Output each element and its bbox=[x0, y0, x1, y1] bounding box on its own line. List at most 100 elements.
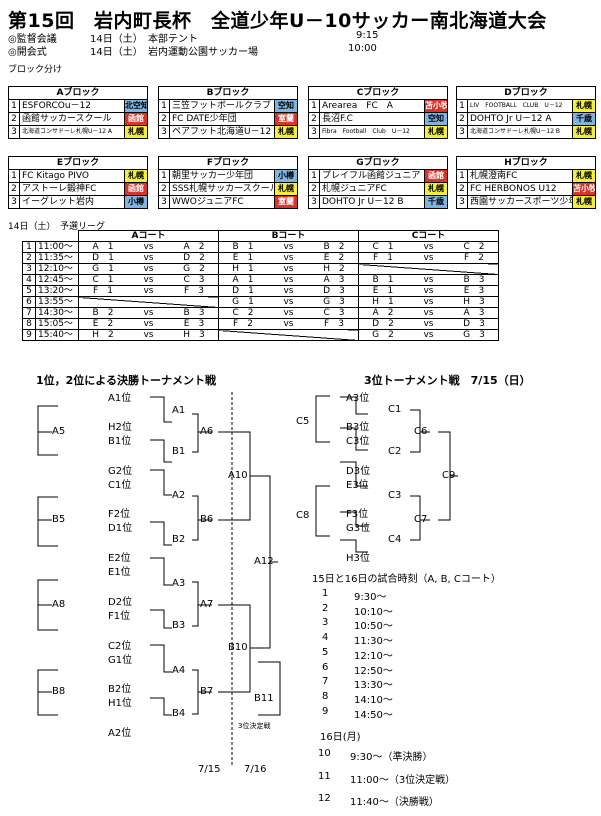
away-team: H 3 bbox=[463, 297, 485, 307]
home-team: B 2 bbox=[92, 308, 114, 318]
team-number: 2 bbox=[309, 113, 320, 125]
team-name: 朝里サッカー少年団 bbox=[172, 171, 254, 181]
slot-time: 12:10～ bbox=[354, 650, 393, 662]
team-number: 1 bbox=[159, 170, 170, 182]
home-team: F 2 bbox=[233, 319, 253, 329]
region-badge: 千歳 bbox=[424, 196, 447, 208]
match-label: A10 bbox=[228, 470, 248, 481]
final-seed: D2位 bbox=[108, 597, 133, 608]
home-team: C 1 bbox=[92, 275, 114, 285]
region-badge: 空知 bbox=[274, 100, 297, 112]
home-team: A 1 bbox=[232, 275, 254, 285]
slot-number: 10 bbox=[318, 748, 331, 759]
home-team: D 2 bbox=[372, 319, 394, 329]
home-team: G 1 bbox=[92, 264, 114, 274]
team-name: プレイフル函館ジュニア bbox=[322, 171, 421, 181]
match-label: A4 bbox=[172, 665, 186, 676]
home-team: E 1 bbox=[372, 286, 394, 296]
match-label: C8 bbox=[296, 510, 310, 521]
away-team: G 3 bbox=[463, 330, 485, 340]
region-badge: 室蘭 bbox=[274, 196, 297, 208]
team-number: 1 bbox=[457, 170, 468, 182]
away-team: E 2 bbox=[323, 253, 345, 263]
final-seed: G2位 bbox=[108, 466, 133, 477]
away-team: B 2 bbox=[323, 242, 345, 252]
team-name: 函館サッカースクール bbox=[22, 114, 112, 124]
slot-number: 2 bbox=[322, 602, 329, 614]
meeting-date: 14日（土） bbox=[90, 34, 143, 45]
region-badge: 函館 bbox=[124, 113, 147, 125]
day16-heading: 16日(月) bbox=[320, 732, 361, 743]
away-team: C 2 bbox=[463, 242, 485, 252]
match-label: A8 bbox=[52, 599, 66, 610]
opening-time: 10:00 bbox=[348, 43, 377, 54]
block-title: Hブロック bbox=[457, 157, 595, 170]
third-seed: C3位 bbox=[346, 436, 370, 447]
slot-number: 9 bbox=[322, 705, 329, 717]
away-team: A 3 bbox=[323, 275, 345, 285]
home-team: B 1 bbox=[232, 242, 254, 252]
vs-label: vs bbox=[423, 242, 434, 252]
final-seed: A1位 bbox=[108, 393, 132, 404]
vs-label: vs bbox=[423, 319, 434, 329]
away-team: B 3 bbox=[463, 275, 485, 285]
home-team: C 1 bbox=[372, 242, 394, 252]
away-team: D 2 bbox=[183, 253, 205, 263]
away-team: A 3 bbox=[463, 308, 485, 318]
match-label: A5 bbox=[52, 426, 66, 437]
vs-label: vs bbox=[143, 264, 154, 274]
final-seed: B2位 bbox=[108, 684, 132, 695]
block-title: Dブロック bbox=[457, 87, 595, 100]
block-title: Eブロック bbox=[9, 157, 147, 170]
match-label: B1 bbox=[172, 446, 186, 457]
team-name: イーグレット岩内 bbox=[22, 197, 95, 207]
vs-label: vs bbox=[283, 253, 294, 263]
third-seed: E3位 bbox=[346, 480, 369, 491]
slot-time: 10:50～ bbox=[354, 621, 393, 633]
home-team: H 1 bbox=[372, 297, 394, 307]
region-badge: 千歳 bbox=[572, 113, 595, 125]
team-name: 西園サッカースポーツ少年団 bbox=[470, 197, 572, 207]
final-seed: E1位 bbox=[108, 567, 131, 578]
vs-label: vs bbox=[143, 242, 154, 252]
slot-time: 11:30～ bbox=[354, 636, 393, 648]
slot-time: 10:10～ bbox=[354, 606, 393, 618]
league-heading: 14日（土） 予選リーグ bbox=[8, 222, 105, 232]
match-label: A12 bbox=[254, 556, 274, 567]
slot-number: 4 bbox=[322, 632, 329, 644]
home-team: C 2 bbox=[232, 308, 254, 318]
third-seed: A3位 bbox=[346, 393, 370, 404]
final-seed: D1位 bbox=[108, 523, 133, 534]
team-name: Fibra Football Club U－12 bbox=[322, 128, 410, 135]
final-seed: H1位 bbox=[108, 698, 132, 709]
third-seed: D3位 bbox=[346, 466, 371, 477]
away-team: H 3 bbox=[183, 330, 205, 340]
match-label: C4 bbox=[388, 534, 402, 545]
match-label: C3 bbox=[388, 490, 402, 501]
region-badge: 札幌 bbox=[572, 170, 595, 182]
meeting-time: 9:15 bbox=[356, 30, 379, 41]
away-team: G 3 bbox=[323, 297, 345, 307]
team-number: 1 bbox=[9, 170, 20, 182]
home-team: A 1 bbox=[92, 242, 114, 252]
team-name: Arearea FC A bbox=[322, 101, 393, 111]
region-badge: 室蘭 bbox=[274, 113, 297, 125]
final-seed: G1位 bbox=[108, 655, 133, 666]
